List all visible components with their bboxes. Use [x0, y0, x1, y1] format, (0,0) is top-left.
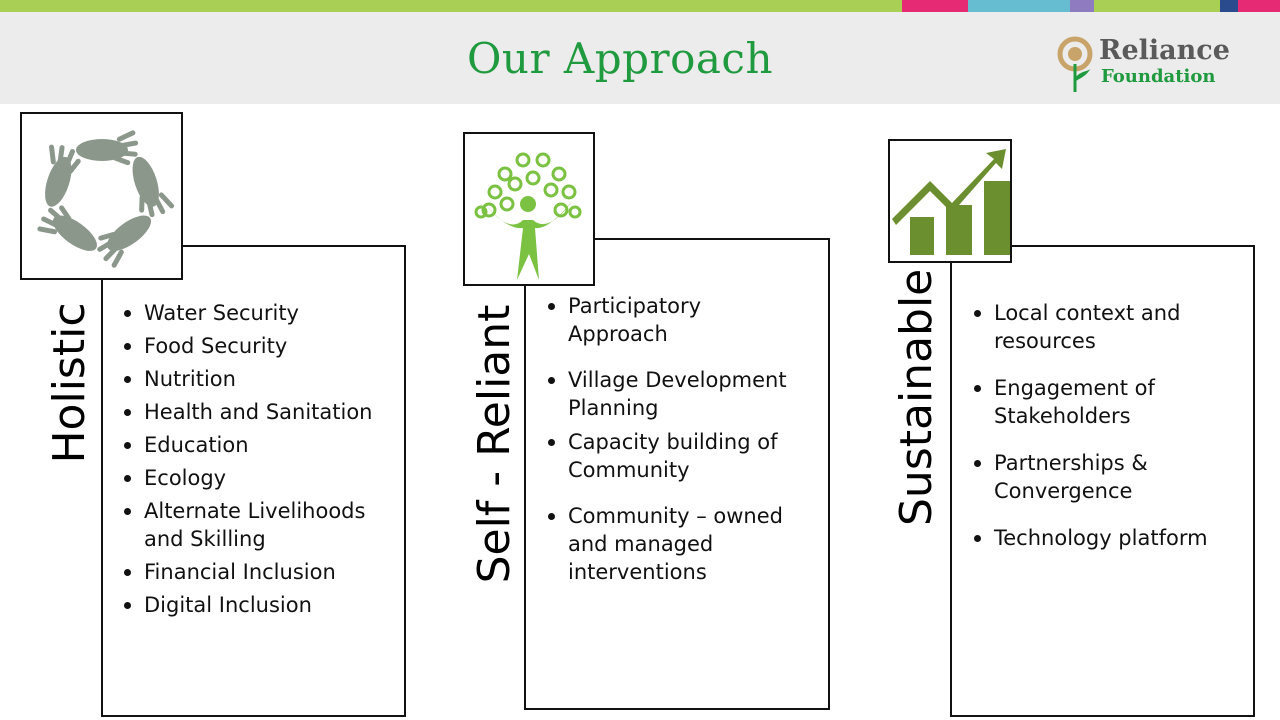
list-item: Education [120, 431, 400, 459]
sustainable-list-box [950, 245, 1255, 717]
top-color-strip [0, 0, 1280, 12]
header-bar: Our Approach Reliance Foundation [0, 12, 1280, 104]
self-reliant-list: Participatory Approach Village Developme… [544, 292, 824, 586]
list-item: Participatory Approach [544, 292, 768, 348]
list-item: Alternate Livelihoods and Skilling [120, 497, 394, 553]
holistic-list-box [101, 245, 406, 717]
list-item: Financial Inclusion [120, 558, 400, 586]
self-reliant-list-box [524, 238, 830, 710]
list-item: Ecology [120, 464, 400, 492]
list-item: Nutrition [120, 365, 400, 393]
sustainable-list: Local context and resources Engagement o… [970, 299, 1250, 552]
list-item: Digital Inclusion [120, 591, 400, 619]
self-reliant-label: Self - Reliant [469, 304, 520, 584]
list-item: Partnerships & Convergence [970, 449, 1194, 505]
sustainable-icon-box [888, 139, 1012, 263]
holistic-label: Holistic [44, 302, 95, 464]
list-item: Capacity building of Community [544, 428, 798, 484]
hands-circle-icon [37, 130, 175, 268]
list-item: Food Security [120, 332, 400, 360]
logo-subtext: Foundation [1101, 66, 1216, 87]
holistic-list: Water Security Food Security Nutrition H… [120, 299, 400, 619]
slide-title: Our Approach [467, 34, 773, 83]
list-item: Village Development Planning [544, 366, 808, 422]
reliance-foundation-logo: Reliance Foundation [1055, 34, 1255, 98]
logo-text: Reliance [1099, 35, 1230, 66]
bar-chart-growth-icon [892, 149, 1010, 255]
list-item: Technology platform [970, 524, 1250, 552]
list-item: Health and Sanitation [120, 398, 400, 426]
list-item: Local context and resources [970, 299, 1204, 355]
sustainable-label: Sustainable [891, 268, 942, 526]
list-item: Engagement of Stakeholders [970, 374, 1194, 430]
holistic-icon-box [20, 112, 183, 280]
self-reliant-icon-box [463, 132, 595, 286]
logo-mark-icon [1057, 36, 1093, 92]
list-item: Community – owned and managed interventi… [544, 502, 808, 586]
list-item: Water Security [120, 299, 400, 327]
growth-tree-person-icon [474, 152, 582, 280]
